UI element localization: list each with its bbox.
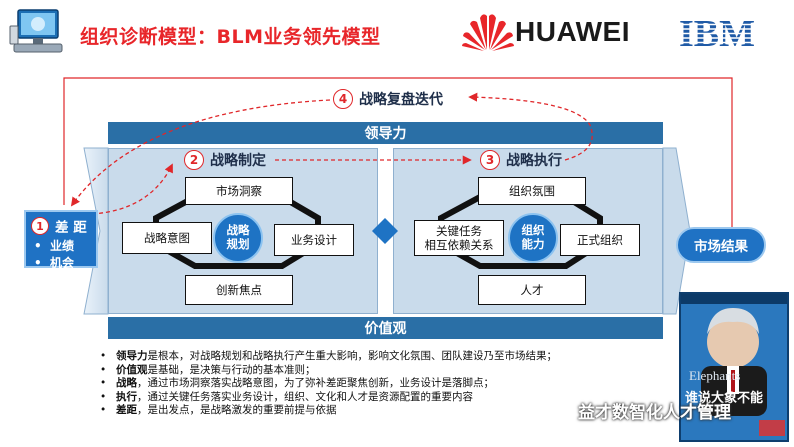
- stage-execution: 3 战略执行: [480, 150, 562, 170]
- note-item: •价值观是基础，是决策与行动的基本准则；: [100, 363, 316, 376]
- review-loop-line: [63, 77, 733, 228]
- strategic-intent-box: 战略意图: [122, 222, 212, 254]
- note-item: •领导力是根本，对战略规划和战略执行产生重大影响，影响文化氛围、团队建设乃至市场…: [100, 350, 557, 362]
- talent-box: 人才: [478, 275, 586, 305]
- market-insight-box: 市场洞察: [185, 177, 293, 205]
- leadership-band: 领导力: [108, 122, 663, 144]
- org-climate-box: 组织氛围: [478, 177, 586, 205]
- org-capability-label: 组织 能力: [521, 223, 545, 251]
- market-result-label: 市场结果: [694, 239, 748, 255]
- strategy-planning-circle: 战略 规划: [213, 213, 263, 263]
- huawei-logo: [460, 10, 516, 52]
- note-item: •差距，是出发点，是战略激发的重要前提与依据: [100, 404, 337, 416]
- stage-formulation-label: 战略制定: [210, 153, 266, 169]
- gap-title: 差 距: [55, 220, 87, 236]
- ibm-logo: IBM: [658, 13, 776, 55]
- note-item: •执行，通过关键任务落实业务设计，组织、文化和人才是资源配置的重要内容: [100, 390, 473, 403]
- stage-review-label: 战略复盘迭代: [359, 92, 443, 108]
- stage-formulation-number: 2: [184, 150, 204, 170]
- book-title: 谁说大象不能: [685, 390, 763, 406]
- innovation-focus-box: 创新焦点: [185, 275, 293, 305]
- values-band: 价值观: [108, 317, 663, 339]
- stage-execution-label: 战略执行: [506, 153, 562, 169]
- market-result-box: 市场结果: [676, 227, 766, 263]
- execution-to-review-arrow: [468, 92, 593, 161]
- notes-list: •领导力是根本，对战略规划和战略执行产生重大影响，影响文化氛围、团队建设乃至市场…: [100, 350, 557, 418]
- wechat-icon: [556, 401, 576, 419]
- formal-org-box: 正式组织: [560, 224, 640, 256]
- stage-formulation: 2 战略制定: [184, 150, 266, 170]
- note-item: •战略，通过市场洞察落实战略意图，为了弥补差距聚焦创新，业务设计是落脚点；: [100, 377, 494, 389]
- gap-box: 1 差 距 • 业绩 • 机会: [24, 210, 98, 270]
- computer-icon: [8, 6, 66, 56]
- watermark-text: 益才数智化人才管理: [578, 403, 731, 423]
- leadership-label: 领导力: [364, 126, 407, 142]
- key-tasks-box: 关键任务 相互依赖关系: [414, 220, 504, 256]
- org-capability-circle: 组织 能力: [508, 213, 558, 263]
- values-label: 价值观: [364, 321, 407, 337]
- middle-diamond: [372, 218, 398, 244]
- exit-chevron: [662, 147, 691, 315]
- business-design-box: 业务设计: [274, 224, 354, 256]
- stage-review: 4 战略复盘迭代: [333, 89, 443, 109]
- strategy-planning-label: 战略 规划: [226, 223, 250, 251]
- gap-item-0: • 业绩: [34, 239, 75, 253]
- review-to-gap-arrow: [70, 99, 331, 207]
- page-title: 组织诊断模型：BLM业务领先模型: [80, 26, 381, 48]
- gap-item-1: • 机会: [34, 256, 75, 270]
- gap-to-strategy-arrow: [91, 163, 173, 215]
- book-en-title: Elephants: [689, 368, 740, 383]
- stage-review-number: 4: [333, 89, 353, 109]
- huawei-logo-text: HUAWEI: [515, 16, 630, 47]
- gap-number: 1: [31, 217, 49, 235]
- stage-execution-number: 3: [480, 150, 500, 170]
- book-cover-image: Elephants 谁说大象不能: [679, 292, 789, 442]
